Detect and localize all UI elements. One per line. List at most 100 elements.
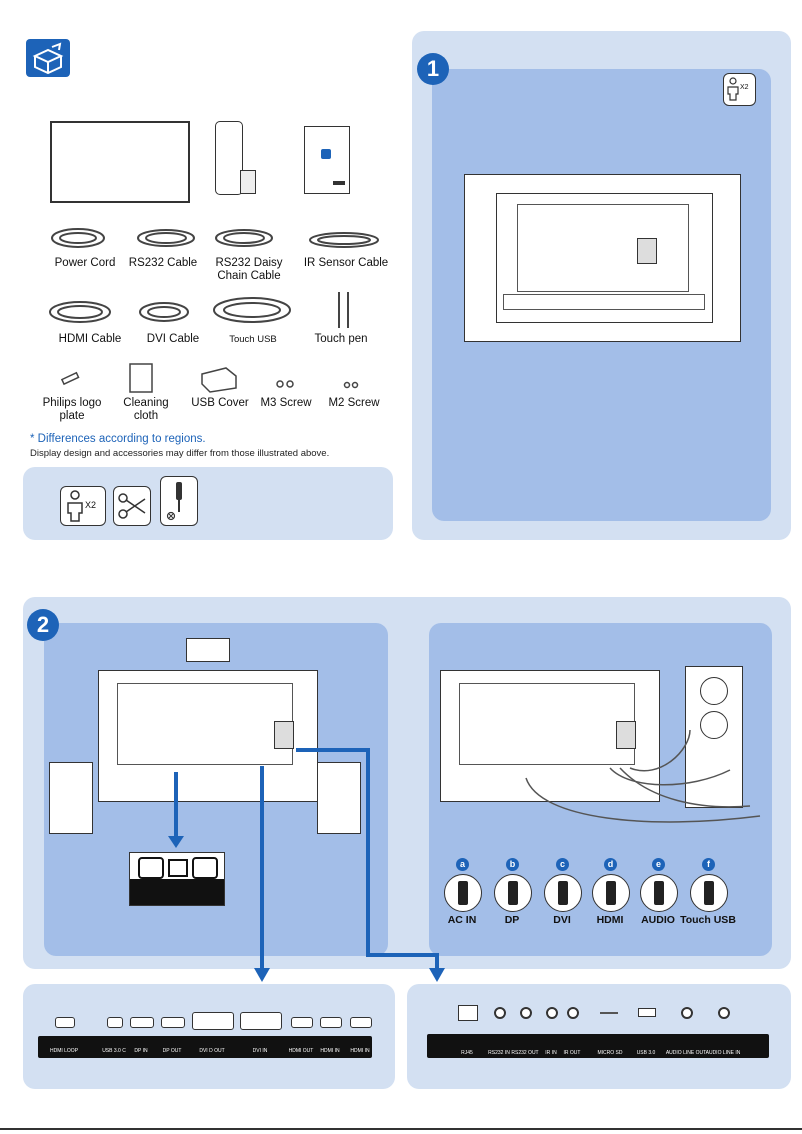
port-icon — [107, 1017, 123, 1028]
port-icon — [494, 1007, 506, 1019]
port-icon — [520, 1007, 532, 1019]
accessory-label: IR Sensor Cable — [303, 257, 389, 269]
two-persons-icon-box: X2 — [60, 486, 106, 526]
port-label: MICRO SD — [597, 1050, 623, 1056]
connector-icon — [444, 874, 482, 912]
port-label: HDMI LOOP — [49, 1048, 79, 1054]
connector-icon — [592, 874, 630, 912]
port-icon — [458, 1005, 478, 1021]
connector-icon — [494, 874, 532, 912]
accessory-label: Touch pen — [314, 333, 368, 345]
port-label: RS232 IN — [488, 1050, 510, 1056]
port-label: HDMI IN — [350, 1048, 370, 1054]
ac-power-callout — [129, 852, 225, 906]
port-label: DVI D OUT — [199, 1048, 225, 1054]
display-back-illustration — [496, 193, 713, 323]
quick-start-guide-illustration — [304, 126, 350, 194]
connector-letter-badge: b — [506, 858, 519, 871]
connector-label: HDMI — [596, 914, 624, 926]
port-icon — [55, 1017, 75, 1028]
display-back-illustration — [98, 670, 318, 802]
accessory-label: Touch USB — [229, 334, 277, 345]
person-count: X2 — [740, 84, 749, 91]
accessory-label: USB Cover — [191, 397, 249, 409]
connector-label: DP — [504, 914, 520, 926]
small-parts-illustrations — [60, 363, 359, 393]
port-label: USB 3.0 C — [102, 1048, 126, 1054]
port-label: HDMI IN — [320, 1048, 340, 1054]
accessory-label: M3 Screw — [260, 397, 312, 409]
port-icon — [130, 1017, 154, 1028]
port-icon — [681, 1007, 693, 1019]
port-label: HDMI OUT — [288, 1048, 314, 1054]
port-icon — [291, 1017, 313, 1028]
regional-note-text: Display design and accessories may diffe… — [30, 448, 330, 459]
port-label: RJ45 — [461, 1050, 473, 1056]
port-icon — [546, 1007, 558, 1019]
person-count: X2 — [85, 500, 97, 510]
cable-illustrations-row-2 — [49, 292, 349, 328]
port-icon — [638, 1008, 656, 1017]
screwdriver-icon — [166, 482, 182, 521]
port-label: IR OUT — [563, 1050, 581, 1056]
connector-label: Touch USB — [680, 914, 736, 926]
accessory-label: Philips logo plate — [42, 397, 102, 422]
pc-tower-illustration — [685, 666, 743, 808]
port-icon — [161, 1017, 185, 1028]
side-port-callout-right — [317, 762, 361, 834]
connector-icon — [640, 874, 678, 912]
connector-letter-badge: f — [702, 858, 715, 871]
remote-control-illustration — [215, 121, 243, 195]
accessory-label: RS232 Daisy Chain Cable — [215, 257, 283, 282]
display-illustration — [50, 121, 190, 203]
scissors-icon — [118, 493, 146, 519]
port-label: DP IN — [134, 1048, 148, 1054]
port-label: AUDIO LINE IN — [705, 1050, 741, 1056]
port-label: AUDIO LINE OUT — [665, 1050, 707, 1056]
connector-label: DVI — [553, 914, 571, 926]
batteries-illustration — [240, 170, 256, 194]
port-icon — [192, 1012, 234, 1030]
port-label: DP OUT — [162, 1048, 182, 1054]
right-port-label-strip — [427, 1034, 769, 1058]
side-port-callout-left — [49, 762, 93, 834]
screwdriver-icon-box — [160, 476, 198, 526]
box-icon — [26, 39, 70, 77]
connector-letter-badge: d — [604, 858, 617, 871]
connector-label: AUDIO — [641, 914, 675, 926]
connector-letter-badge: a — [456, 858, 469, 871]
accessory-label: M2 Screw — [328, 397, 380, 409]
accessory-label: HDMI Cable — [58, 333, 122, 345]
accessory-label: RS232 Cable — [128, 257, 198, 269]
port-label: USB 3.0 — [636, 1050, 656, 1056]
port-icon — [567, 1007, 579, 1019]
power-switch-callout — [186, 638, 230, 662]
step-2-badge: 2 — [27, 609, 59, 641]
step-1-badge: 1 — [417, 53, 449, 85]
accessory-label: Power Cord — [54, 257, 116, 269]
connector-icon — [544, 874, 582, 912]
accessory-label: Cleaning cloth — [123, 397, 169, 422]
cable-routing — [525, 729, 761, 823]
port-icon — [320, 1017, 342, 1028]
person-icon — [67, 490, 83, 522]
scissors-icon-box — [113, 486, 151, 526]
page-footer-rule — [0, 1128, 802, 1130]
port-icon — [350, 1017, 372, 1028]
port-icon — [718, 1007, 730, 1019]
connector-letter-badge: e — [652, 858, 665, 871]
port-label: IR IN — [545, 1050, 557, 1056]
display-back-illustration — [440, 670, 660, 802]
connector-letter-badge: c — [556, 858, 569, 871]
regional-note-title: * Differences according to regions. — [30, 433, 206, 445]
accessory-label: DVI Cable — [146, 333, 200, 345]
cable-illustrations-row-1 — [51, 228, 379, 248]
connector-label: AC IN — [447, 914, 477, 926]
port-label: RS232 OUT — [511, 1050, 539, 1056]
connector-icon — [690, 874, 728, 912]
person-icon — [727, 77, 739, 101]
left-port-label-strip — [38, 1036, 372, 1058]
two-persons-icon-box: X2 — [723, 73, 756, 106]
port-icon — [240, 1012, 282, 1030]
port-label: DVI IN — [252, 1048, 268, 1054]
